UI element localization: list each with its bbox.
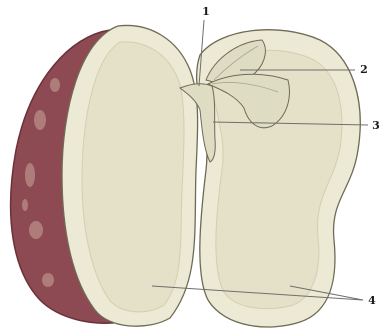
- label-4: 4: [368, 294, 376, 307]
- label-3: 3: [372, 119, 380, 132]
- label-2: 2: [360, 63, 368, 76]
- label-1: 1: [202, 5, 210, 18]
- left-cotyledon-inner: [82, 42, 184, 312]
